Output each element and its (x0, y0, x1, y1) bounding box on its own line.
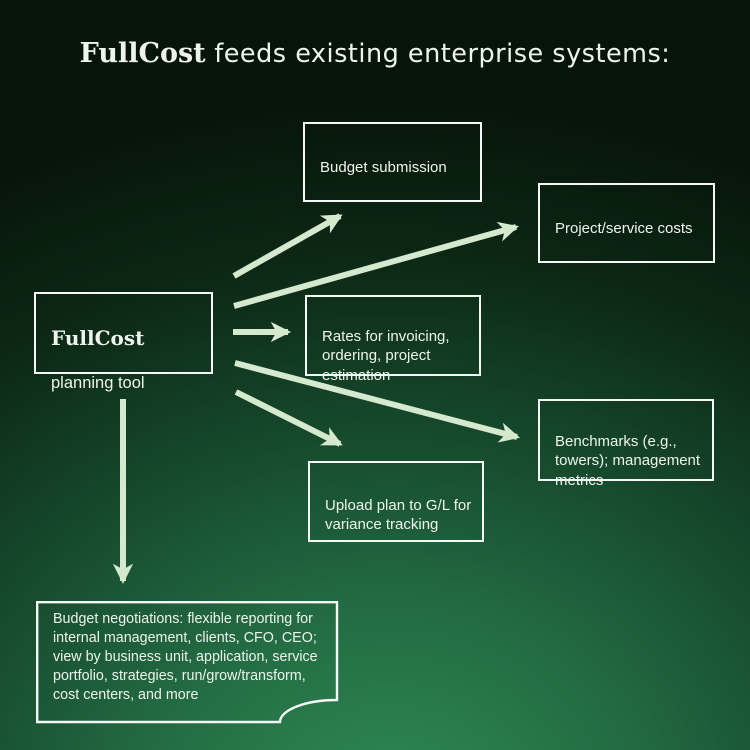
benchmarks-text: Benchmarks (e.g., towers); management me… (555, 432, 701, 489)
budget-negotiations-box-outline (36, 601, 339, 724)
budget-submission-text: Budget submission (320, 158, 447, 176)
upload-plan-box: Upload plan to G/L for variance tracking (308, 461, 484, 542)
arrow-to-budget-submission (232, 213, 343, 279)
brand-name: FullCost (79, 38, 206, 69)
rates-text: Rates for invoicing, ordering, project e… (322, 327, 450, 384)
project-service-costs-text: Project/service costs (555, 219, 693, 237)
project-service-costs-box: Project/service costs (538, 183, 715, 263)
arrow-to-upload-plan (234, 389, 343, 447)
fullcost-brand: FullCost (51, 325, 145, 350)
arrow-to-benchmarks (234, 360, 520, 443)
fullcost-label: planning tool (51, 374, 145, 392)
upload-plan-text: Upload plan to G/L for variance tracking (325, 496, 472, 534)
page-title: FullCost feeds existing enterprise syste… (0, 33, 750, 70)
rates-box: Rates for invoicing, ordering, project e… (305, 295, 481, 384)
arrow-to-project-service-costs (233, 221, 519, 309)
benchmarks-box: Benchmarks (e.g., towers); management me… (538, 399, 714, 489)
fullcost-planning-tool-box: FullCost planning tool (34, 292, 213, 392)
budget-negotiations-text: Budget negotiations: flexible reporting … (53, 611, 318, 703)
budget-submission-box: Budget submission (303, 122, 482, 202)
page-title-text: feeds existing enterprise systems: (205, 39, 671, 69)
